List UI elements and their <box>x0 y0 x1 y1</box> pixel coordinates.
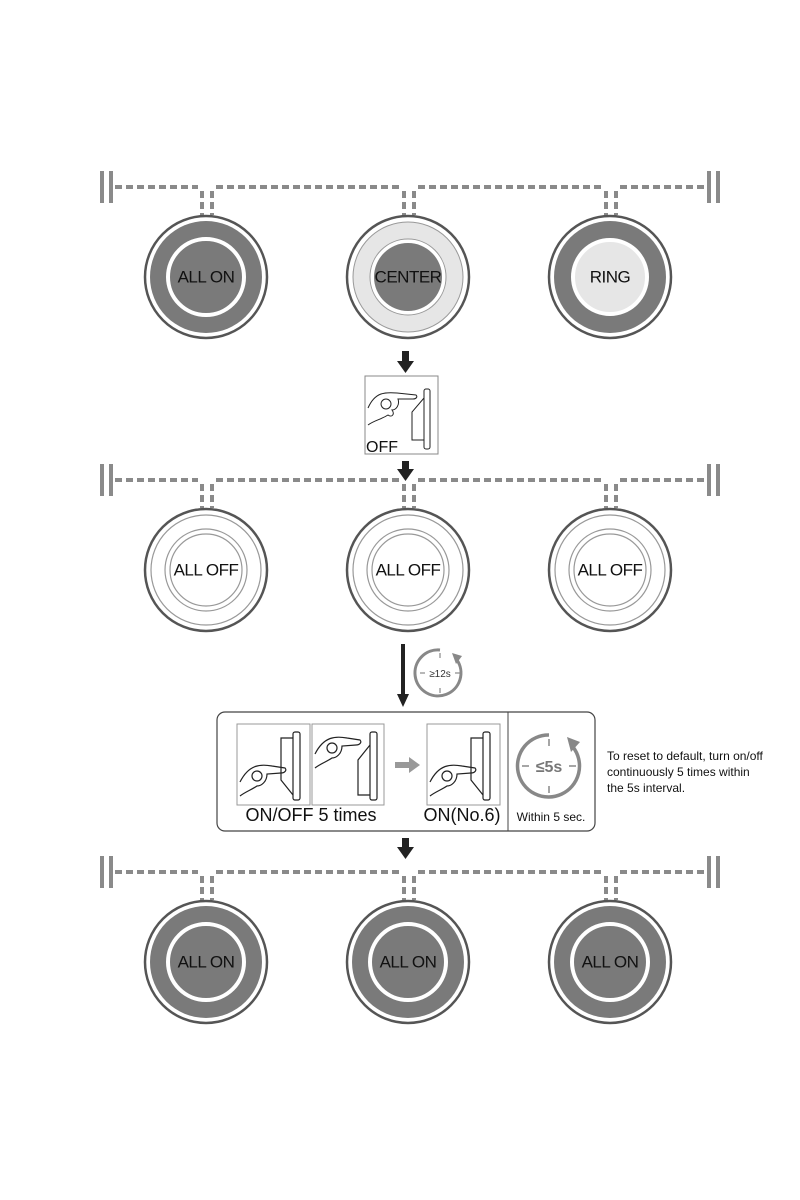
gray-arrow-right-icon <box>395 757 420 773</box>
knob-all-on: ALL ON <box>143 899 269 1025</box>
knob-label: ALL ON <box>178 953 235 972</box>
hand-pressing-switch-icon <box>426 723 501 806</box>
terminal-bar <box>707 856 711 888</box>
knob-center: CENTER <box>345 214 471 340</box>
off-step-box: OFF <box>364 375 439 456</box>
knob-label: ALL ON <box>582 953 639 972</box>
terminal-bar <box>109 856 113 888</box>
terminal-bar <box>100 464 104 496</box>
knob-label: ALL ON <box>178 268 235 287</box>
timer-icon <box>413 648 463 698</box>
knob-row: ALL ON CENTER RING <box>100 171 720 340</box>
knob-all-off: ALL OFF <box>143 507 269 633</box>
knob-all-on: ALL ON <box>143 214 269 340</box>
terminal-bar <box>109 464 113 496</box>
wiring-line <box>115 870 705 900</box>
terminal-bar <box>707 171 711 203</box>
knob-all-on: ALL ON <box>345 899 471 1025</box>
wait-timer: ≥12s <box>413 648 463 698</box>
knob-label: ALL OFF <box>174 561 239 580</box>
terminal-bar <box>716 171 720 203</box>
knob-label: ALL OFF <box>578 561 643 580</box>
toggle-label: ON/OFF 5 times <box>245 805 376 825</box>
knob-label: RING <box>590 268 631 287</box>
arrow-down-2 <box>397 461 414 481</box>
knob-all-off: ALL OFF <box>345 507 471 633</box>
terminal-bar <box>716 856 720 888</box>
terminal-bar <box>109 171 113 203</box>
knob-label: CENTER <box>375 268 442 287</box>
off-label: OFF <box>366 439 398 456</box>
hand-pressing-switch-icon <box>236 723 311 806</box>
terminal-bar <box>707 464 711 496</box>
knob-ring: RING <box>547 214 673 340</box>
knob-all-off: ALL OFF <box>547 507 673 633</box>
terminal-bar <box>100 856 104 888</box>
hand-pressing-switch-icon <box>311 723 385 806</box>
knob-label: ALL OFF <box>376 561 441 580</box>
terminal-bar <box>100 171 104 203</box>
knob-row: ALL OFF ALL OFF ALL OFF <box>100 464 720 633</box>
arrow-down-1 <box>397 351 414 373</box>
note-line: the 5s interval. <box>607 781 686 795</box>
reset-procedure-box: ON/OFF 5 times ON(No.6) ≤5s Within 5 sec… <box>216 711 596 832</box>
arrow-down-3 <box>397 838 414 859</box>
note-line: To reset to default, turn on/off <box>607 749 763 763</box>
knob-all-on: ALL ON <box>547 899 673 1025</box>
hand-pressing-switch-icon <box>367 388 431 450</box>
note-line: continuously 5 times within <box>607 765 750 779</box>
wait-timer-label: ≥12s <box>429 669 451 680</box>
timer-caption: Within 5 sec. <box>517 810 586 824</box>
knob-row: ALL ON ALL ON ALL ON <box>100 856 720 1025</box>
reset-timer-label: ≤5s <box>536 759 563 776</box>
final-on-label: ON(No.6) <box>423 805 500 825</box>
knob-label: ALL ON <box>380 953 437 972</box>
reset-timer-icon <box>515 733 582 799</box>
arrow-down-long <box>397 644 409 707</box>
terminal-bar <box>716 464 720 496</box>
reset-note: To reset to default, turn on/off continu… <box>607 748 797 796</box>
wiring-line <box>115 478 705 508</box>
wiring-line <box>115 185 705 215</box>
